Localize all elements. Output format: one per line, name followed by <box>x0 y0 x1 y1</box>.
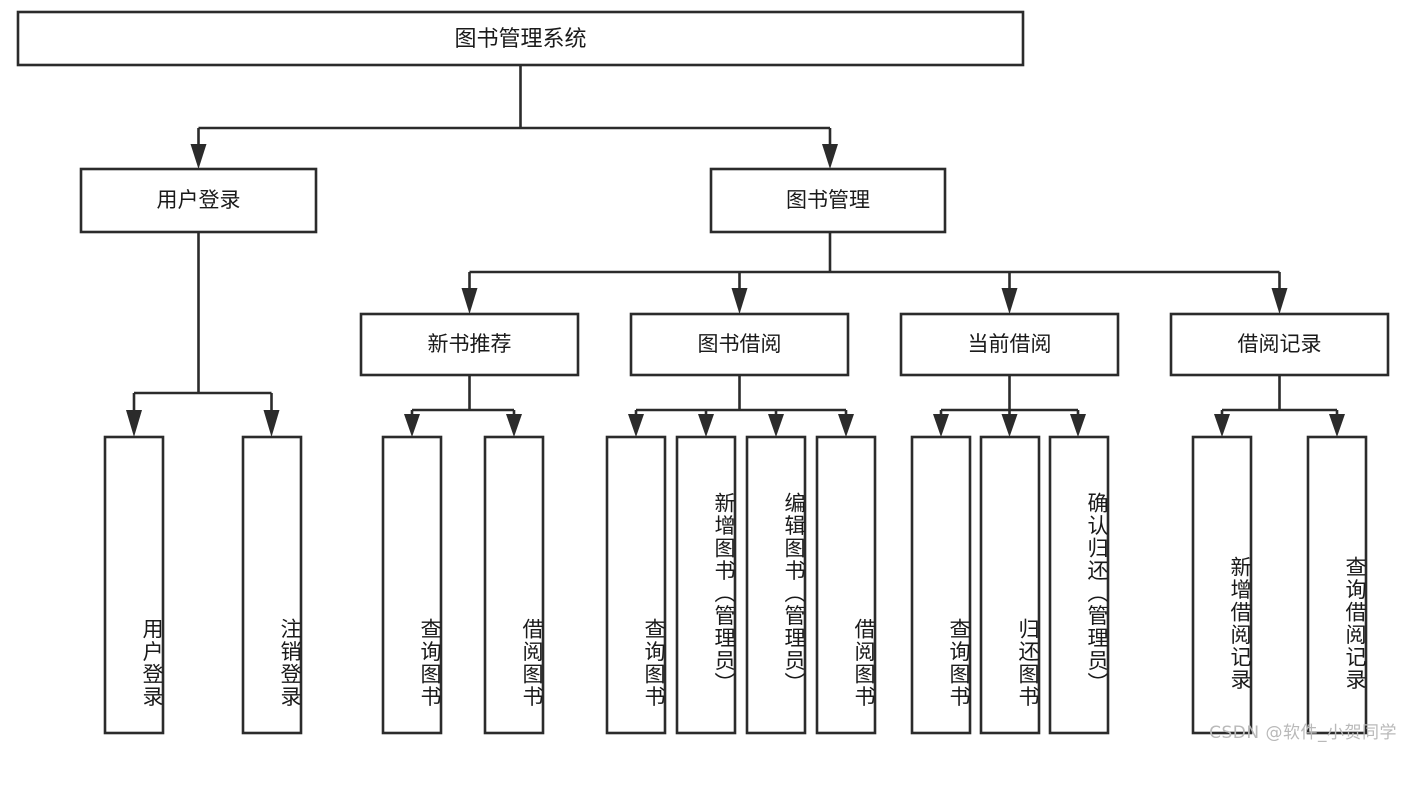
node-user-login-label: 用户登录 <box>157 188 241 212</box>
arrow-head-bb-leaf-1 <box>628 414 644 437</box>
node-current-borrow-label: 当前借阅 <box>968 332 1052 356</box>
arrow-head-borrow-record <box>1271 288 1288 314</box>
node-layer <box>16 10 1390 735</box>
node-book-management[interactable] <box>709 167 947 234</box>
horizontal-label-layer: 图书管理系统 用户登录 图书管理 新书推荐 图书借阅 当前借阅 借阅记录 <box>157 27 1322 356</box>
node-new-book-recommend-label: 新书推荐 <box>428 332 512 356</box>
arrow-head-br-leaf-2 <box>1329 414 1345 437</box>
leaf-current-borrow-2[interactable] <box>979 435 1041 735</box>
leaf-book-borrow-2[interactable] <box>675 435 737 735</box>
node-borrow-record-label: 借阅记录 <box>1238 332 1322 356</box>
leaf-user-login-1[interactable] <box>103 435 165 735</box>
arrow-head-bb-leaf-2 <box>698 414 714 437</box>
arrow-head-current-borrow <box>1001 288 1018 314</box>
arrow-head-nbr-leaf-2 <box>506 414 522 437</box>
node-new-book-recommend[interactable] <box>359 312 580 377</box>
arrow-head-cb-leaf-3 <box>1070 414 1086 437</box>
leaf-book-borrow-3[interactable] <box>745 435 807 735</box>
leaf-current-borrow-1[interactable] <box>910 435 972 735</box>
diagram-canvas: 图书管理系统 用户登录 图书管理 新书推荐 图书借阅 当前借阅 借阅记录 <box>16 10 1390 735</box>
arrow-head-leaf-logout <box>263 410 280 437</box>
leaf-new-book-2[interactable] <box>483 435 545 735</box>
leaf-current-borrow-3[interactable] <box>1048 435 1110 735</box>
arrow-head-book-manage <box>822 144 838 169</box>
arrow-head-cb-leaf-2 <box>1001 414 1018 437</box>
flowchart-diagram: 图书管理系统 用户登录 图书管理 新书推荐 图书借阅 当前借阅 借阅记录 用户登… <box>16 10 1397 743</box>
leaf-new-book-1[interactable] <box>381 435 443 735</box>
arrow-head-user-login <box>190 144 207 169</box>
node-book-borrow-label: 图书借阅 <box>698 332 782 356</box>
arrow-head-leaf-user-login <box>126 410 142 437</box>
node-user-login[interactable] <box>79 167 318 234</box>
node-book-borrow[interactable] <box>629 312 850 377</box>
node-borrow-record[interactable] <box>1169 312 1390 377</box>
leaf-borrow-record-1[interactable] <box>1191 435 1253 735</box>
node-current-borrow[interactable] <box>899 312 1120 377</box>
arrow-head-bb-leaf-4 <box>838 414 854 437</box>
arrow-head-br-leaf-1 <box>1214 414 1230 437</box>
node-root[interactable] <box>16 10 1025 67</box>
arrow-head-bb-leaf-3 <box>768 414 784 437</box>
leaf-user-login-2[interactable] <box>241 435 303 735</box>
leaf-book-borrow-4[interactable] <box>815 435 877 735</box>
node-book-management-label: 图书管理 <box>786 188 870 212</box>
node-root-label: 图书管理系统 <box>454 27 586 52</box>
arrow-head-nbr-leaf-1 <box>404 414 420 437</box>
leaf-book-borrow-1[interactable] <box>605 435 667 735</box>
connector-layer <box>126 65 1345 437</box>
arrow-head-cb-leaf-1 <box>933 414 949 437</box>
arrow-head-book-borrow <box>731 288 748 314</box>
leaf-borrow-record-2[interactable] <box>1306 435 1368 735</box>
watermark-text: CSDN @软件_小贺同学 <box>1209 723 1397 743</box>
arrow-head-new-book <box>461 288 478 314</box>
